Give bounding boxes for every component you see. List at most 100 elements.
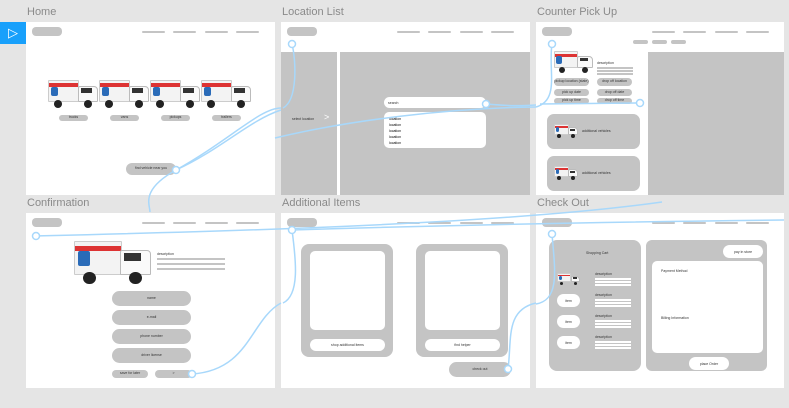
nav-link[interactable] bbox=[397, 31, 420, 33]
category-vans-button[interactable]: vans bbox=[110, 115, 139, 121]
truck-image bbox=[554, 166, 578, 180]
additional-vehicle-card[interactable]: additional vehicles bbox=[547, 156, 640, 191]
pickup-location-button[interactable]: pickup location (state) bbox=[554, 78, 589, 86]
nav-link[interactable] bbox=[683, 222, 706, 224]
truck-image bbox=[48, 80, 98, 108]
next-button[interactable]: > bbox=[155, 370, 192, 378]
nav-link[interactable] bbox=[652, 222, 675, 224]
map-panel bbox=[648, 52, 784, 195]
frame-label-confirmation: Confirmation bbox=[27, 197, 90, 209]
text-line bbox=[597, 73, 633, 75]
find-helper-card[interactable]: find helper bbox=[416, 244, 508, 357]
find-helper-button[interactable]: find helper bbox=[425, 339, 500, 351]
nav-link[interactable] bbox=[142, 222, 165, 224]
save-for-later-button[interactable]: save for later bbox=[112, 370, 148, 378]
logo-placeholder[interactable] bbox=[287, 27, 317, 36]
nav-link[interactable] bbox=[173, 31, 196, 33]
search-input[interactable]: search bbox=[384, 97, 486, 108]
logo-placeholder[interactable] bbox=[287, 218, 317, 227]
nav-link[interactable] bbox=[205, 222, 228, 224]
nav-link[interactable] bbox=[715, 222, 738, 224]
shop-items-card[interactable]: shop additional items bbox=[301, 244, 393, 357]
image-placeholder bbox=[425, 251, 500, 330]
sub-nav-link[interactable] bbox=[671, 40, 686, 44]
find-vehicle-button[interactable]: find vehicle near you bbox=[126, 163, 176, 175]
truck-image bbox=[554, 51, 593, 73]
nav-link[interactable] bbox=[428, 31, 451, 33]
pick-up-time-button[interactable]: pick up time bbox=[554, 98, 589, 104]
phone-number-field[interactable]: phone number bbox=[112, 329, 191, 344]
frame-location-list[interactable]: select location > search location locati… bbox=[281, 22, 530, 195]
drop-off-time-button[interactable]: drop off time bbox=[597, 98, 632, 104]
card-label: additional vehicles bbox=[582, 171, 611, 175]
nav-link[interactable] bbox=[397, 222, 420, 224]
payment-form[interactable]: Payment Method Billing Information bbox=[652, 261, 763, 353]
place-order-button[interactable]: place Order bbox=[689, 357, 729, 370]
cart-item[interactable]: item bbox=[557, 294, 580, 307]
pick-up-date-button[interactable]: pick up date bbox=[554, 89, 589, 96]
location-item[interactable]: location bbox=[389, 141, 402, 145]
cart-item[interactable]: item bbox=[557, 336, 580, 349]
frame-counter-pick-up[interactable]: description pickup location (state) drop… bbox=[536, 22, 784, 195]
select-location-label[interactable]: select location bbox=[292, 117, 315, 121]
nav-link[interactable] bbox=[746, 31, 769, 33]
shopping-cart-title: Shopping Cart bbox=[586, 251, 609, 255]
nav-link[interactable] bbox=[491, 31, 514, 33]
frame-label-counter-pick-up: Counter Pick Up bbox=[537, 6, 618, 18]
logo-placeholder[interactable] bbox=[32, 218, 62, 227]
frame-additional-items[interactable]: shop additional items find helper check … bbox=[281, 213, 530, 388]
additional-vehicle-card[interactable]: additional vehicles bbox=[547, 114, 640, 149]
nav-link[interactable] bbox=[715, 31, 738, 33]
name-field[interactable]: name bbox=[112, 291, 191, 306]
billing-information-label: Billing Information bbox=[661, 316, 689, 320]
item-description: description bbox=[595, 335, 612, 339]
logo-placeholder[interactable] bbox=[32, 27, 62, 36]
driver-license-field[interactable]: driver license bbox=[112, 348, 191, 363]
nav-link[interactable] bbox=[491, 222, 514, 224]
description-label: description bbox=[157, 252, 174, 256]
frame-home[interactable]: trucks vans pickups trailers find vehicl… bbox=[26, 22, 275, 195]
nav-link[interactable] bbox=[173, 222, 196, 224]
pickup-image bbox=[150, 80, 200, 108]
sub-nav-link[interactable] bbox=[652, 40, 667, 44]
nav-link[interactable] bbox=[428, 222, 451, 224]
nav-link[interactable] bbox=[746, 222, 769, 224]
trailer-image bbox=[201, 80, 251, 108]
drop-off-location-button[interactable]: drop off location bbox=[597, 78, 632, 86]
card-label: additional vehicles bbox=[582, 129, 611, 133]
nav-link[interactable] bbox=[142, 31, 165, 33]
item-description: description bbox=[595, 314, 612, 318]
present-button[interactable]: ▷ bbox=[0, 22, 26, 44]
text-line bbox=[597, 70, 633, 72]
drop-off-date-button[interactable]: drop off date bbox=[597, 89, 632, 96]
frame-check-out[interactable]: Shopping Cart item item item description… bbox=[536, 213, 784, 388]
nav-link[interactable] bbox=[683, 31, 706, 33]
frame-label-additional-items: Additional Items bbox=[282, 197, 361, 209]
nav-link[interactable] bbox=[460, 222, 483, 224]
frame-label-check-out: Check Out bbox=[537, 197, 589, 209]
cart-item[interactable]: item bbox=[557, 315, 580, 328]
nav-link[interactable] bbox=[205, 31, 228, 33]
truck-image bbox=[74, 241, 151, 284]
chevron-right-icon[interactable]: > bbox=[324, 112, 330, 122]
category-trailers-button[interactable]: trailers bbox=[212, 115, 241, 121]
check-out-button[interactable]: check out bbox=[449, 362, 511, 377]
text-line bbox=[157, 263, 225, 265]
pay-in-store-button[interactable]: pay in store bbox=[723, 245, 763, 258]
frame-confirmation[interactable]: description name e-mail phone number dri… bbox=[26, 213, 275, 388]
truck-image bbox=[557, 273, 580, 285]
nav-link[interactable] bbox=[460, 31, 483, 33]
nav-link[interactable] bbox=[236, 31, 259, 33]
sub-nav-link[interactable] bbox=[633, 40, 648, 44]
payment-panel: pay in store Payment Method Billing Info… bbox=[646, 240, 767, 371]
shop-additional-items-button[interactable]: shop additional items bbox=[310, 339, 385, 351]
category-trucks-button[interactable]: trucks bbox=[59, 115, 88, 121]
category-pickups-button[interactable]: pickups bbox=[161, 115, 190, 121]
nav-link[interactable] bbox=[652, 31, 675, 33]
logo-placeholder[interactable] bbox=[542, 27, 572, 36]
email-field[interactable]: e-mail bbox=[112, 310, 191, 325]
logo-placeholder[interactable] bbox=[542, 218, 572, 227]
nav-link[interactable] bbox=[236, 222, 259, 224]
item-description: description bbox=[595, 272, 612, 276]
truck-image bbox=[554, 124, 578, 138]
